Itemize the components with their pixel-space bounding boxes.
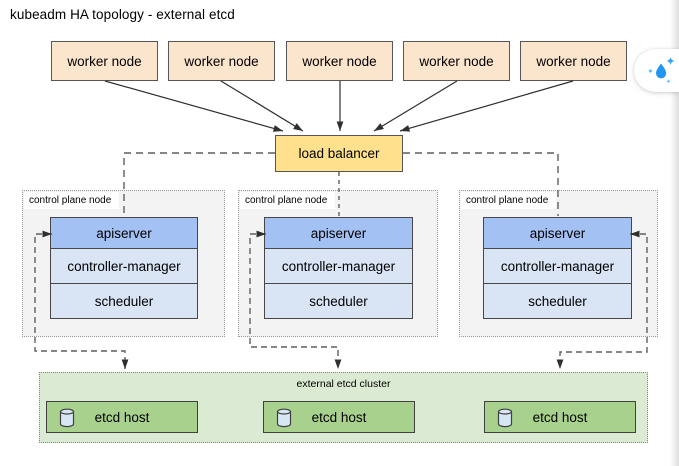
connector-worker5-to-lb	[399, 80, 574, 132]
control-plane-stack-2: apiserver controller-manager scheduler	[264, 217, 413, 319]
load-balancer-label: load balancer	[298, 146, 380, 161]
etcd-cluster-label: external etcd cluster	[296, 378, 391, 390]
worker-node-box-2: worker node	[168, 41, 275, 81]
database-icon	[276, 408, 292, 428]
worker-node-label: worker node	[419, 53, 494, 69]
database-icon	[497, 408, 513, 428]
connector-worker1-to-lb	[104, 80, 284, 132]
worker-node-label: worker node	[184, 53, 259, 69]
load-balancer-box: load balancer	[275, 135, 403, 172]
controller-manager-box: controller-manager	[264, 248, 413, 284]
worker-node-label: worker node	[302, 53, 377, 69]
worker-node-label: worker node	[67, 53, 142, 69]
control-plane-stack-1: apiserver controller-manager scheduler	[50, 217, 198, 319]
control-plane-label: control plane node	[461, 192, 557, 209]
control-plane-stack-3: apiserver controller-manager scheduler	[483, 217, 632, 319]
worker-node-box-3: worker node	[286, 41, 393, 81]
etcd-host-label: etcd host	[532, 409, 588, 425]
controller-manager-box: controller-manager	[483, 248, 632, 284]
etcd-host-label: etcd host	[311, 409, 367, 425]
apiserver-box: apiserver	[264, 217, 413, 249]
diagram-title: kubeadm HA topology - external etcd	[10, 7, 235, 22]
water-drop-sparkles-icon	[647, 56, 674, 83]
apiserver-box: apiserver	[50, 217, 198, 249]
worker-node-label: worker node	[536, 53, 611, 69]
database-icon	[59, 408, 75, 428]
etcd-host-box-3: etcd host	[484, 401, 636, 433]
connector-worker4-to-lb	[373, 80, 458, 132]
control-plane-label: control plane node	[24, 192, 120, 209]
etcd-host-box-2: etcd host	[263, 401, 415, 433]
worker-node-box-1: worker node	[51, 41, 158, 81]
floating-widget-button[interactable]	[634, 49, 679, 92]
scheduler-box: scheduler	[264, 283, 413, 319]
control-plane-label: control plane node	[240, 192, 336, 209]
page-edge-scrollbar[interactable]	[670, 0, 679, 466]
worker-node-box-5: worker node	[520, 41, 627, 81]
etcd-host-box-1: etcd host	[46, 401, 198, 433]
worker-node-box-4: worker node	[403, 41, 510, 81]
scheduler-box: scheduler	[50, 283, 198, 319]
connector-worker2-to-lb	[220, 80, 304, 132]
controller-manager-box: controller-manager	[50, 248, 198, 284]
scheduler-box: scheduler	[483, 283, 632, 319]
apiserver-box: apiserver	[483, 217, 632, 249]
etcd-host-label: etcd host	[94, 409, 150, 425]
